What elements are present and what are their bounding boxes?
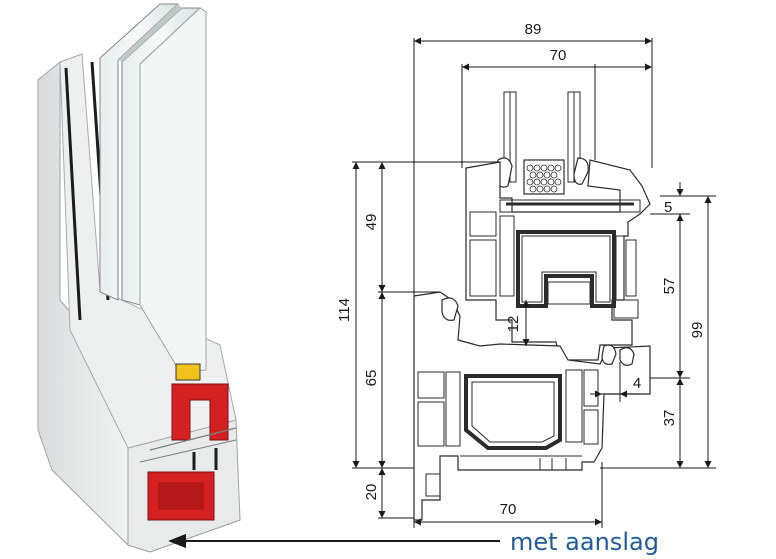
frame-gasket-outer (441, 297, 459, 321)
dim-clearance: 4 (633, 375, 641, 392)
desiccant-beads (526, 164, 562, 193)
frame-chamber (583, 409, 599, 445)
sash-chamber (469, 211, 497, 237)
profile-3d-illustration (37, 3, 241, 553)
chamber-line (139, 439, 237, 463)
frame-chamber (583, 369, 599, 407)
cross-section-drawing (413, 91, 651, 521)
frame-chamber (565, 369, 583, 443)
dimension-lines (352, 37, 716, 528)
dim-sash-height: 57 (661, 278, 678, 295)
frame-chamber (445, 371, 461, 447)
gasket-line (64, 67, 82, 321)
dim-sash-total: 99 (689, 322, 706, 339)
dim-frame-depth: 89 (525, 21, 542, 38)
glazing-bead (499, 199, 641, 213)
dimension-labels: 89 70 70 114 49 65 20 5 57 99 37 12 4 (336, 21, 706, 518)
caption-text: met aanslag (510, 528, 659, 556)
dim-upper-height: 49 (363, 214, 380, 231)
frame-gasket-center (601, 344, 617, 365)
dim-bottom-width: 70 (500, 501, 517, 518)
frame-foot-chamber (425, 473, 441, 497)
spacer-label (175, 363, 201, 381)
glass-top-edge (118, 4, 182, 62)
frame-gasket-inner (619, 347, 635, 366)
dim-sill-height: 20 (363, 484, 380, 501)
sash-chamber (469, 239, 497, 297)
glass-front (139, 7, 207, 373)
sash-inner-chamber (547, 281, 591, 305)
dim-sash-depth: 70 (550, 47, 567, 64)
dim-total-height: 114 (336, 298, 353, 322)
sash-chamber (625, 239, 637, 297)
steel-reinforcement-frame (464, 374, 562, 450)
frame-chamber (417, 401, 445, 447)
dim-rebate: 12 (505, 316, 522, 333)
sash-chamber (613, 299, 639, 319)
dim-frame-height: 37 (661, 410, 678, 427)
red-reinforcement-sash (171, 383, 229, 441)
dim-lower-height: 65 (363, 370, 380, 387)
frame-chamber (417, 371, 445, 399)
dim-gasket-offset: 5 (664, 199, 672, 216)
sash-chamber (499, 215, 515, 297)
chamber-line (149, 427, 237, 451)
red-reinforcement-inner (158, 482, 204, 510)
glazing-gasket-right (573, 157, 589, 185)
